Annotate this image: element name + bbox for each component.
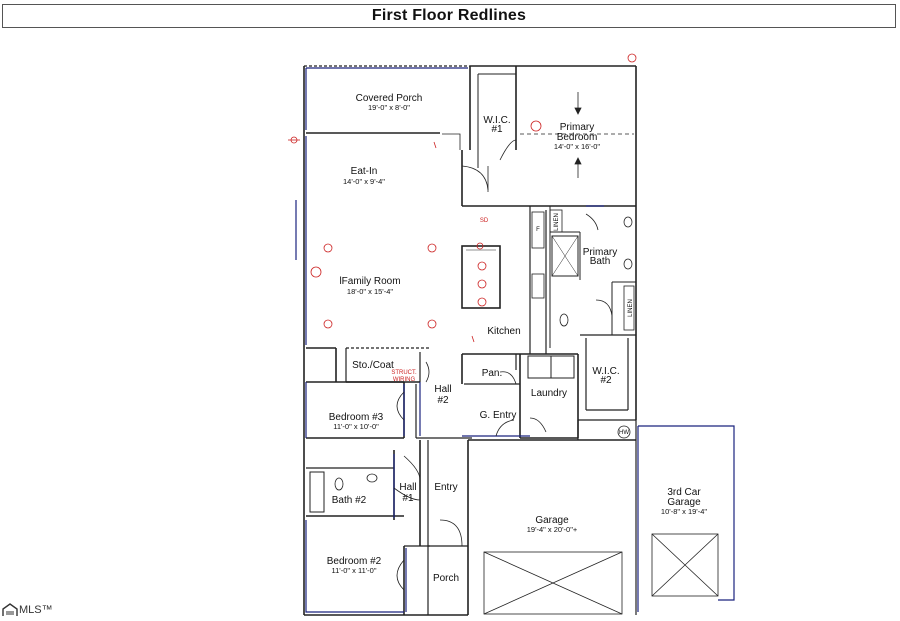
primary-bedroom-dim: 14'-0" x 16'-0" — [554, 142, 600, 151]
walls — [303, 65, 719, 616]
family-room-dim: 18'-0" x 15'-4" — [347, 287, 393, 296]
ceiling-light-icon — [427, 319, 437, 329]
wic1-number: #1 — [491, 124, 503, 135]
redline-marks — [288, 53, 637, 343]
struct-wiring-label-2: WIRING — [393, 377, 416, 383]
covered-porch-dim: 19'-0" x 8'-0" — [368, 103, 410, 112]
primary-bedroom-label-2: Bedroom — [557, 132, 598, 143]
smoke-detector-label: SD — [480, 218, 489, 224]
bath2-label: Bath #2 — [332, 495, 367, 506]
primary-bath-label-2: Bath — [590, 256, 611, 267]
title-bar: First Floor Redlines — [2, 4, 896, 28]
entry-label: Entry — [434, 482, 457, 493]
switch-icon — [433, 141, 437, 149]
third-car-garage-dim: 10'-8" x 19'-4" — [661, 507, 707, 516]
bedroom2-label: Bedroom #2 — [327, 556, 382, 567]
wic2-number: #2 — [600, 375, 612, 386]
mls-logo-icon — [2, 603, 18, 616]
hall2-number: #2 — [437, 395, 449, 406]
kitchen-label: Kitchen — [487, 326, 520, 337]
garage-label: Garage — [535, 515, 569, 526]
ceiling-fan-icon — [310, 266, 322, 278]
linen-label-2: LINEN — [628, 299, 634, 317]
fridge-label: F — [536, 227, 540, 233]
linen-label-1: LINEN — [554, 213, 560, 231]
wic2-label: W.I.C. — [592, 366, 619, 377]
switch-icon — [471, 335, 475, 343]
direction-arrows — [520, 92, 634, 178]
primary-bath-label-1: Primary — [583, 247, 617, 258]
plan-title: First Floor Redlines — [371, 7, 527, 24]
third-car-garage-label-2: Garage — [667, 497, 701, 508]
bedroom2-dim: 11'-0" x 11'-0" — [331, 566, 376, 575]
bedroom3-dim: 11'-0" x 10'-0" — [333, 422, 379, 431]
ceiling-light-icon — [476, 242, 484, 250]
exterior-light-icon — [627, 53, 637, 63]
hall1-number: #1 — [402, 493, 414, 504]
ceiling-fan-icon — [530, 120, 542, 132]
ceiling-light-icon — [427, 243, 437, 253]
ceiling-light-icon — [323, 243, 333, 253]
struct-wiring-label-1: STRUCT. — [391, 370, 417, 376]
hall1-label: Hall — [399, 482, 416, 493]
eat-in-label: Eat-In — [351, 166, 378, 177]
garage-dim: 19'-4" x 20'-0"+ — [527, 525, 578, 534]
ceiling-light-icon — [323, 319, 333, 329]
g-entry-label: G. Entry — [480, 410, 517, 421]
pendant-light-icon — [477, 261, 487, 271]
pendant-light-icon — [477, 297, 487, 307]
sto-coat-label: Sto./Coat — [352, 360, 394, 371]
family-room-label: lFamily Room — [339, 276, 400, 287]
room-labels: Covered Porch 19'-0" x 8'-0" W.I.C. #1 P… — [327, 93, 708, 584]
mls-watermark-text: MLS™ — [19, 604, 53, 616]
wic1-label: W.I.C. — [483, 115, 510, 126]
laundry-label: Laundry — [531, 388, 567, 399]
hw-label: HW — [619, 430, 629, 436]
bedroom3-label: Bedroom #3 — [329, 412, 384, 423]
covered-porch-label: Covered Porch — [356, 93, 423, 104]
exterior-light-icon — [290, 136, 298, 144]
third-car-garage-label-1: 3rd Car — [667, 487, 701, 498]
porch-label: Porch — [433, 573, 459, 584]
pantry-label: Pan. — [482, 368, 503, 379]
pendant-light-icon — [477, 279, 487, 289]
hall2-label: Hall — [434, 384, 451, 395]
eat-in-dim: 14'-0" x 9'-4" — [343, 177, 385, 186]
primary-bedroom-label-1: Primary — [560, 122, 594, 133]
mls-watermark: MLS™ — [2, 603, 53, 617]
door-swings — [393, 133, 613, 591]
redline-walls — [295, 67, 735, 613]
